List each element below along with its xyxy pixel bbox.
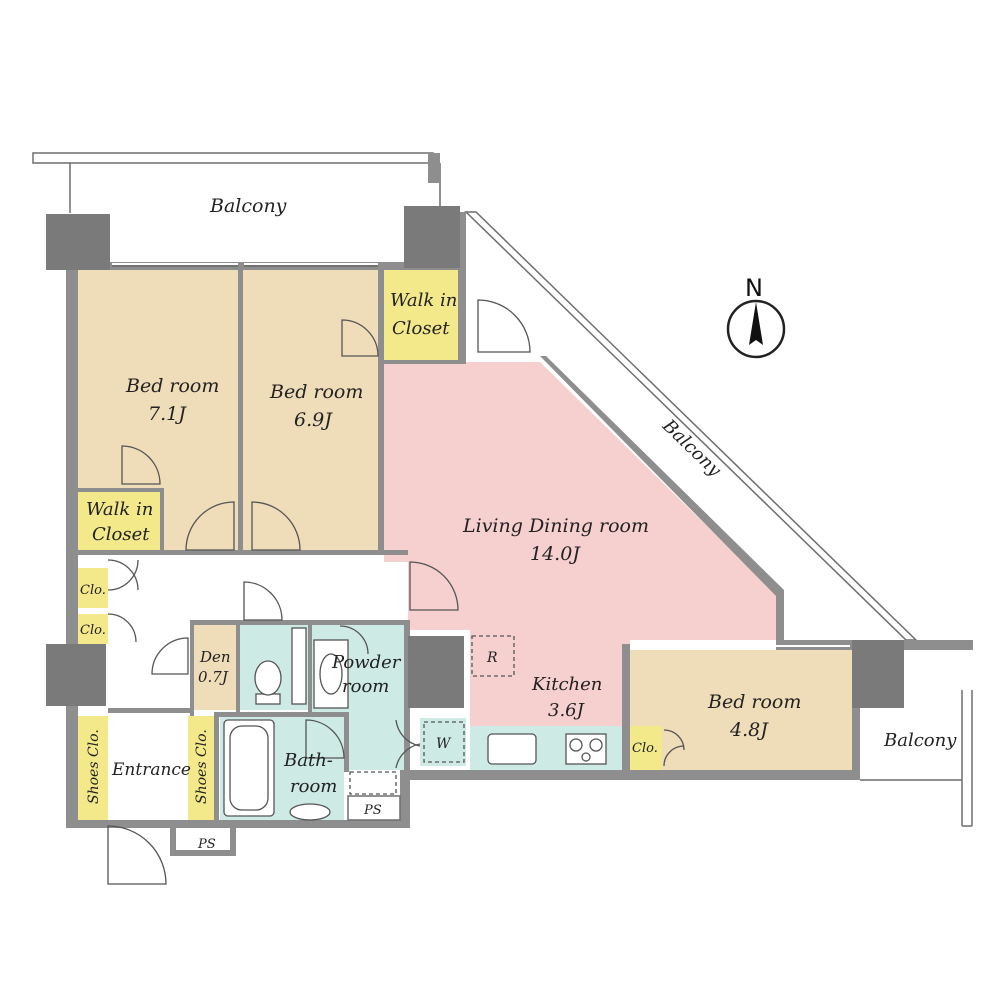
- balcony-east-label: Balcony: [883, 730, 957, 751]
- bedroom-3-fill: [628, 650, 860, 770]
- closet-2-label: Clo.: [80, 623, 106, 638]
- balcony-east: [860, 640, 973, 827]
- shoes-closet-2-fill: [188, 716, 214, 820]
- closet-1-fill: [78, 568, 108, 608]
- bedroom-1-label: Bed room: [125, 375, 219, 397]
- walk-in-closet-2-line2: Closet: [392, 318, 450, 339]
- bedroom-2-size: 6.9J: [294, 409, 333, 431]
- walk-in-closet-2-line1: Walk in: [390, 290, 457, 311]
- bedroom-3-size: 4.8J: [729, 719, 769, 741]
- walk-in-closet-1-fill: [78, 490, 162, 550]
- bedroom-1-size: 7.1J: [148, 403, 187, 425]
- pillars: [46, 206, 904, 708]
- toilet-bowl: [254, 660, 282, 696]
- doors: [107, 299, 685, 885]
- washer-space: [423, 721, 465, 763]
- closet-1-label: Clo.: [80, 583, 106, 598]
- shoes-closet-1-label: Shoes Clo.: [86, 729, 102, 804]
- compass-label: N: [745, 274, 763, 302]
- shelf: [291, 627, 307, 705]
- north-windows: [112, 263, 850, 647]
- kitchen-size: 3.6J: [548, 700, 586, 721]
- entrance-label: Entrance: [111, 760, 191, 780]
- pipe-space-2-label: PS: [197, 837, 216, 852]
- den-size: 0.7J: [198, 668, 229, 686]
- living-dining-label: Living Dining room: [462, 515, 649, 537]
- powder-room-line1: Powder: [331, 652, 402, 673]
- bedroom-3-label: Bed room: [707, 691, 801, 713]
- fixtures: [223, 627, 607, 821]
- walk-in-closet-1-line1: Walk in: [86, 499, 153, 520]
- shoes-closet-1-fill: [78, 716, 108, 820]
- den-label: Den: [199, 648, 231, 666]
- powder-room-line2: room: [342, 676, 389, 697]
- sink-icon: [319, 653, 343, 695]
- closet-3-label: Clo.: [632, 741, 658, 756]
- pipe-space-1-label: PS: [363, 803, 382, 818]
- bathroom-line1: Bath-: [283, 750, 333, 771]
- walk-in-closet-2-fill: [384, 270, 460, 362]
- closet-3-fill: [628, 726, 662, 770]
- balcony-north: [32, 152, 441, 213]
- refrigerator-label: R: [486, 650, 498, 666]
- kitchen-sink-icon: [487, 733, 537, 765]
- den-fill: [194, 624, 236, 710]
- shoes-closet-2-label: Shoes Clo.: [194, 729, 210, 804]
- bedroom-2-label: Bed room: [269, 381, 363, 403]
- walk-in-closet-1-line2: Closet: [92, 524, 150, 545]
- washer-area-fill: [420, 718, 466, 766]
- refrigerator-space: [471, 635, 515, 677]
- bathroom-line2: room: [290, 776, 337, 797]
- closet-2-fill: [78, 614, 108, 644]
- balcony-north-label: Balcony: [209, 195, 287, 217]
- kitchen-label: Kitchen: [531, 674, 602, 695]
- washer-label: W: [436, 736, 452, 752]
- living-dining-size: 14.0J: [530, 543, 581, 565]
- living-dining-fill: [384, 362, 776, 770]
- compass-icon: N: [726, 274, 786, 359]
- bath-basin: [289, 803, 331, 821]
